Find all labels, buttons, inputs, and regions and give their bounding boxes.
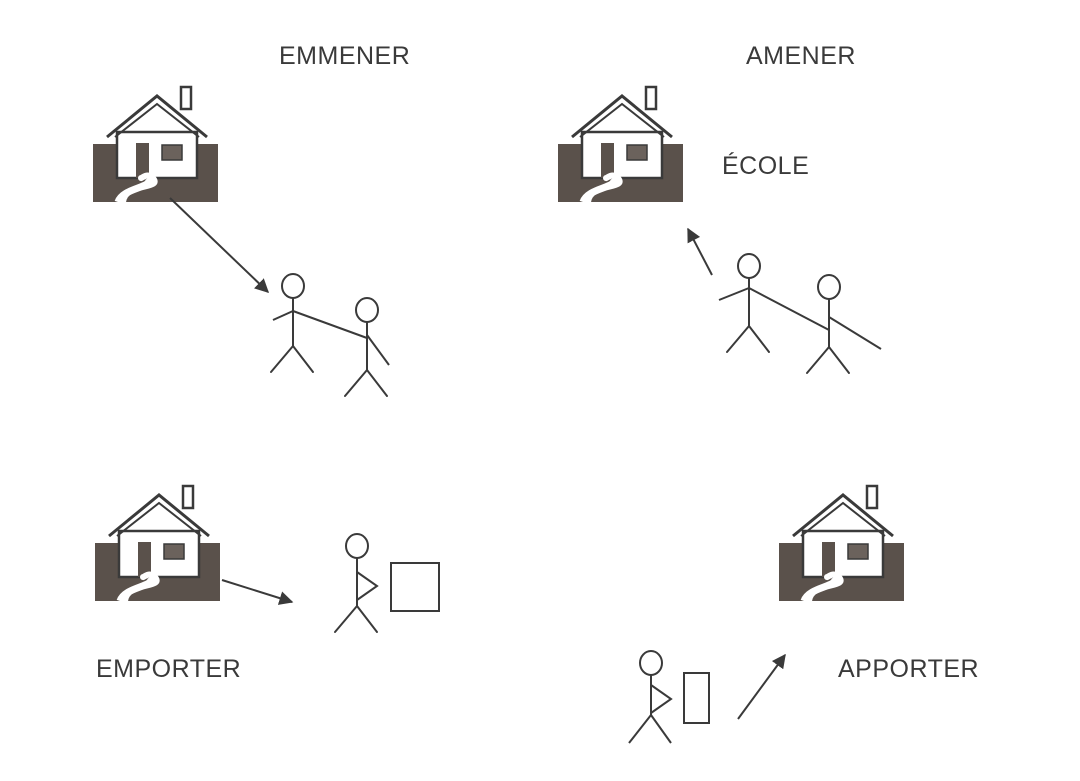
emmener-scene bbox=[93, 87, 390, 397]
stick-figure-icon bbox=[270, 273, 368, 373]
box-icon bbox=[390, 562, 440, 612]
house-icon bbox=[93, 87, 218, 202]
amener-scene bbox=[558, 87, 882, 374]
label-amener: AMENER bbox=[746, 42, 856, 70]
arrow-icon bbox=[737, 653, 786, 720]
stick-figure-icon bbox=[334, 533, 379, 633]
label-emmener: EMMENER bbox=[279, 42, 411, 70]
label-apporter: APPORTER bbox=[838, 655, 980, 683]
arrow-icon bbox=[169, 197, 270, 293]
arrow-icon bbox=[687, 227, 713, 276]
label-emporter: EMPORTER bbox=[96, 655, 242, 683]
house-icon bbox=[779, 486, 904, 601]
stick-figure-icon bbox=[344, 297, 390, 397]
stick-figure-icon bbox=[718, 253, 830, 353]
label-ecole: ÉCOLE bbox=[722, 152, 810, 180]
arrow-icon bbox=[221, 579, 294, 605]
emporter-scene bbox=[95, 486, 440, 633]
stick-figure-icon bbox=[806, 274, 882, 374]
house-icon bbox=[558, 87, 683, 202]
apporter-scene bbox=[628, 486, 904, 744]
house-icon bbox=[95, 486, 220, 601]
box-icon bbox=[683, 672, 710, 724]
stick-figure-icon bbox=[628, 650, 673, 744]
